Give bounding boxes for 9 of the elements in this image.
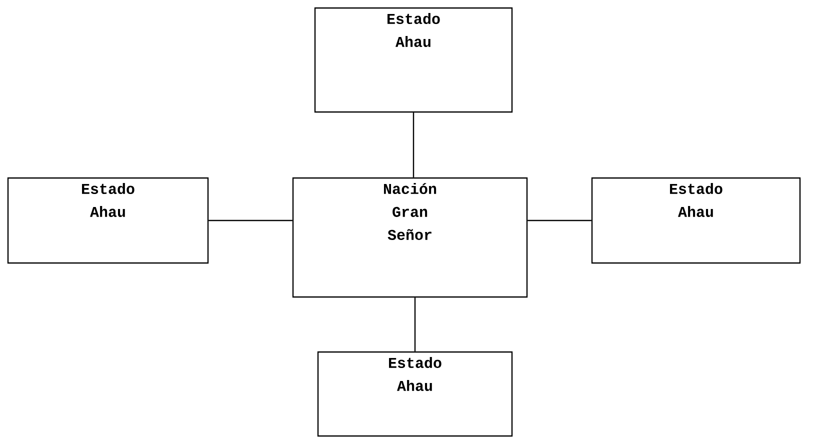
connector-line [208, 220, 292, 222]
connector-line [412, 112, 414, 178]
connector-line [414, 298, 416, 352]
box: Estado Ahau [591, 177, 801, 264]
box: Estado Ahau [317, 351, 513, 437]
box: Estado Ahau [7, 177, 209, 264]
connector-line [528, 220, 592, 222]
box: Estado Ahau [314, 7, 513, 113]
box: Nación Gran Señor [292, 177, 528, 298]
